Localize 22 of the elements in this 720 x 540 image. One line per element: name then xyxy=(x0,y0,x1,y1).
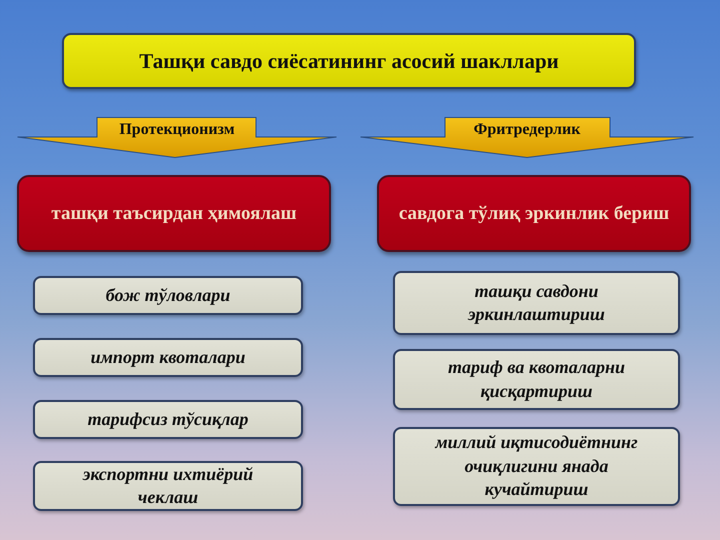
measure-text: ташқи савдони эркинлаштириш xyxy=(466,280,606,326)
arrow-label: Протекционизм xyxy=(119,121,235,139)
measure-text: тарифсиз тўсиқлар xyxy=(88,408,248,431)
arrow-label: Фритредерлик xyxy=(474,121,580,139)
measure-box xyxy=(33,276,303,315)
goal-text: савдога тўлиқ эркинлик бериш xyxy=(398,202,670,224)
measure-text: экспортни ихтиёрий чеклаш xyxy=(82,462,254,509)
measure-text: импорт квоталари xyxy=(90,346,246,369)
title-text: Ташқи савдо сиёсатининг асосий шакллари xyxy=(139,48,559,74)
measure-text: тариф ва квоталарни қисқартириш xyxy=(447,356,626,403)
measure-box xyxy=(33,461,303,511)
title-box xyxy=(62,33,636,89)
measure-box xyxy=(33,400,303,439)
measure-text: миллий иқтисодиётнинг очиқлигини янада кучайтириш xyxy=(434,431,639,502)
goal-box xyxy=(377,175,691,252)
goal-text: ташқи таъсирдан ҳимоялаш xyxy=(51,202,297,224)
measure-text: бож тўловлари xyxy=(106,284,230,307)
goal-box xyxy=(17,175,331,252)
measure-box xyxy=(393,427,680,506)
measure-box xyxy=(393,271,680,335)
measure-box xyxy=(33,338,303,377)
measure-box xyxy=(393,349,680,410)
